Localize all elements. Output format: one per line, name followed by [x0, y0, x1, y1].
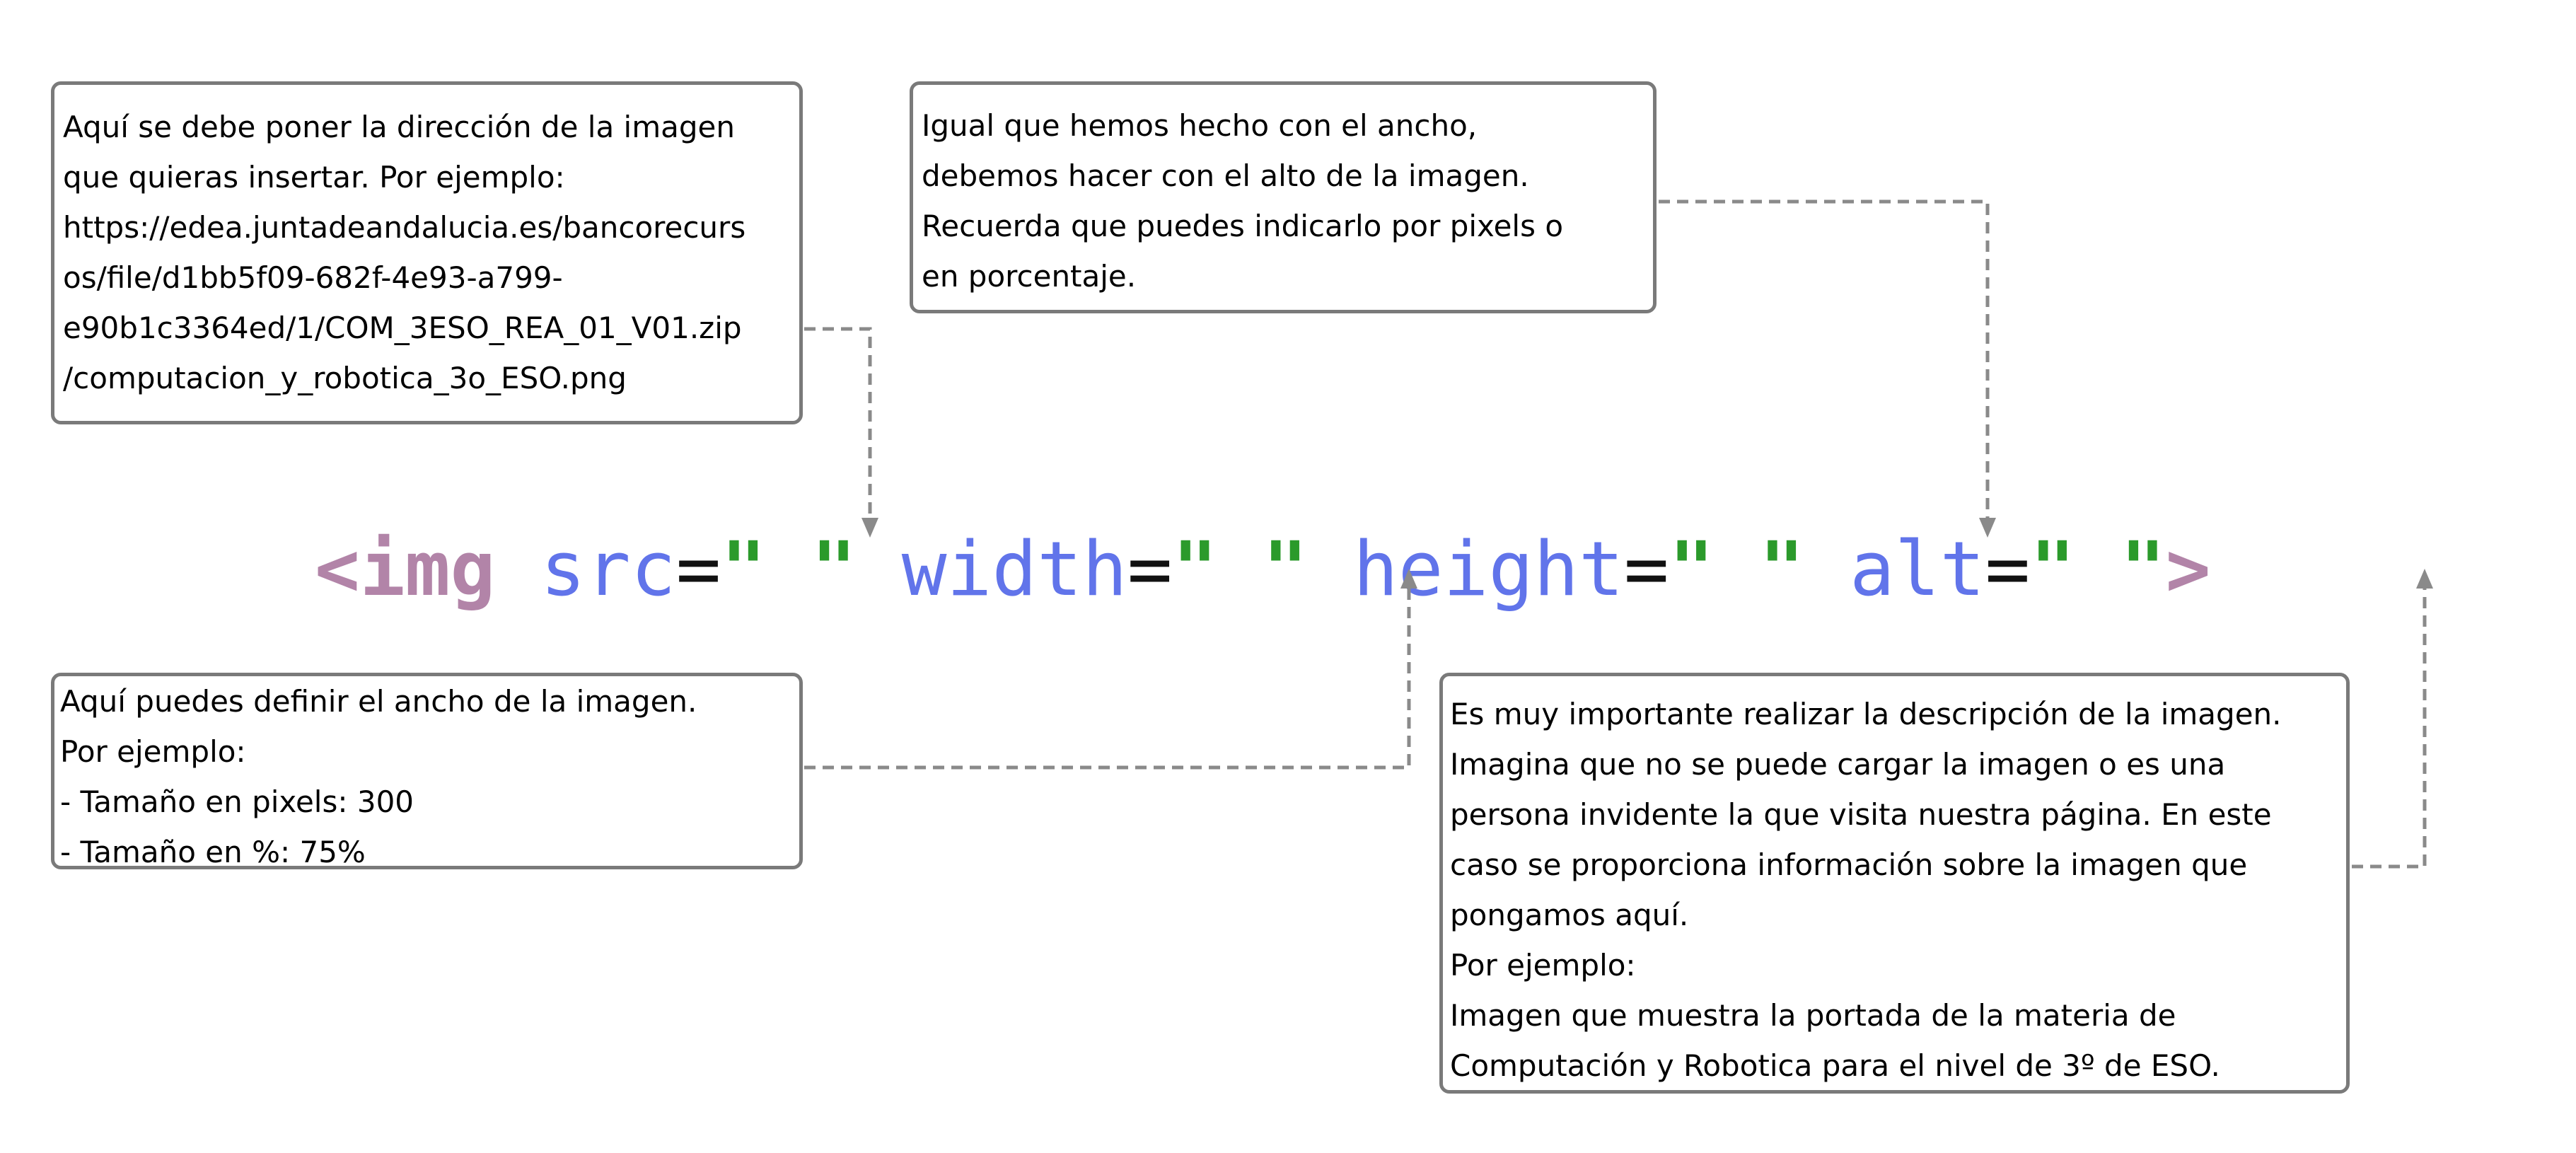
alt-equals: = — [1985, 526, 2031, 613]
width-open-quote: " — [1172, 526, 1218, 613]
src-open-quote: " — [721, 526, 767, 613]
img-tag-code: <img src=" " width=" " height=" " alt=" … — [315, 520, 2211, 619]
width-close-quote: " — [1263, 526, 1309, 613]
src-attribute: src — [540, 526, 676, 613]
src-explanation-note: Aquí se debe poner la dirección de la im… — [51, 81, 803, 424]
height-explanation-note: Igual que hemos hecho con el ancho, debe… — [910, 81, 1657, 313]
alt-open-quote: " — [2030, 526, 2076, 613]
width-attribute: width — [901, 526, 1127, 613]
height-connector-line — [1659, 199, 1990, 520]
alt-close-quote: " — [2120, 526, 2166, 613]
alt-connector-line — [2352, 587, 2427, 869]
alt-arrowhead — [2416, 569, 2433, 589]
img-open-tag: <img — [315, 526, 496, 613]
height-close-quote: " — [1759, 526, 1805, 613]
width-equals: = — [1127, 526, 1173, 613]
width-explanation-note: Aquí puedes definir el ancho de la image… — [51, 673, 803, 869]
src-connector-line — [804, 327, 872, 520]
alt-explanation-note: Es muy importante realizar la descripció… — [1439, 673, 2350, 1094]
alt-attribute: alt — [1849, 526, 1985, 613]
height-open-quote: " — [1669, 526, 1715, 613]
height-attribute: height — [1352, 526, 1624, 613]
height-equals: = — [1623, 526, 1669, 613]
src-close-quote: " — [811, 526, 857, 613]
src-equals: = — [675, 526, 721, 613]
img-close-bracket: > — [2165, 526, 2211, 613]
